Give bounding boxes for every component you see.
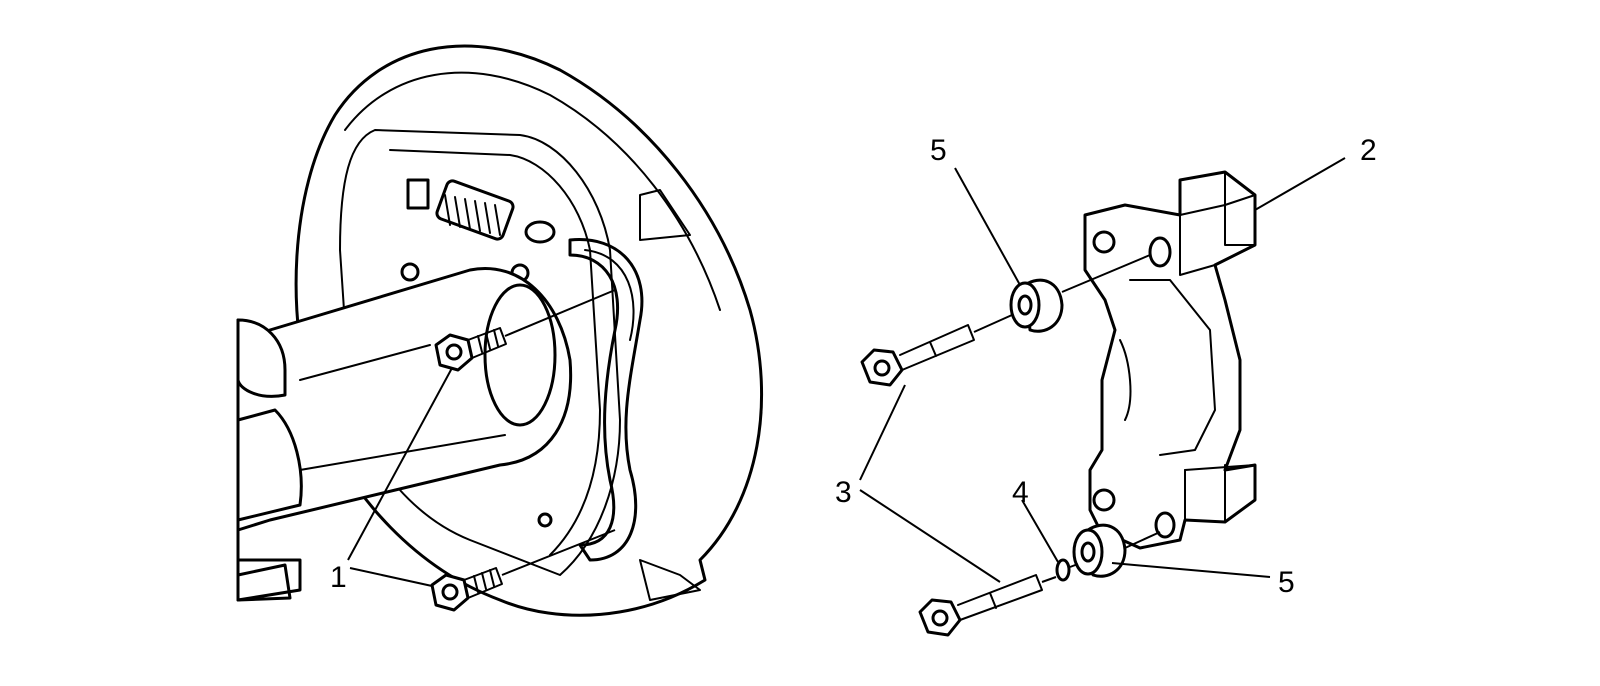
- caliper-bracket: [1083, 170, 1257, 550]
- guide-pin-bolt-lower: [918, 574, 1043, 637]
- callout-3: 3: [835, 476, 852, 509]
- backing-plate-recess: [339, 129, 621, 576]
- axle-flange: [483, 283, 557, 427]
- callout-2: 2: [1360, 134, 1377, 167]
- callout-4: 4: [1012, 476, 1029, 509]
- bracket-bore-upper: [1148, 236, 1172, 268]
- return-spring: [406, 178, 556, 244]
- stud: [400, 262, 420, 282]
- bushing-lower: [1072, 523, 1127, 578]
- callout-5-bottom: 5: [1278, 566, 1295, 599]
- backing-plate-bolt-lower: [430, 567, 503, 612]
- bracket-bore-lower: [1154, 511, 1176, 539]
- callout-5-top: 5: [930, 134, 947, 167]
- stud: [537, 512, 553, 528]
- backing-plate-bolt-upper: [434, 327, 507, 372]
- bushing-upper: [1009, 278, 1064, 333]
- guide-pin-bolt-upper: [860, 324, 975, 387]
- washer: [1055, 558, 1071, 582]
- brake-shoe-outline: [568, 238, 644, 562]
- callout-1: 1: [330, 561, 347, 594]
